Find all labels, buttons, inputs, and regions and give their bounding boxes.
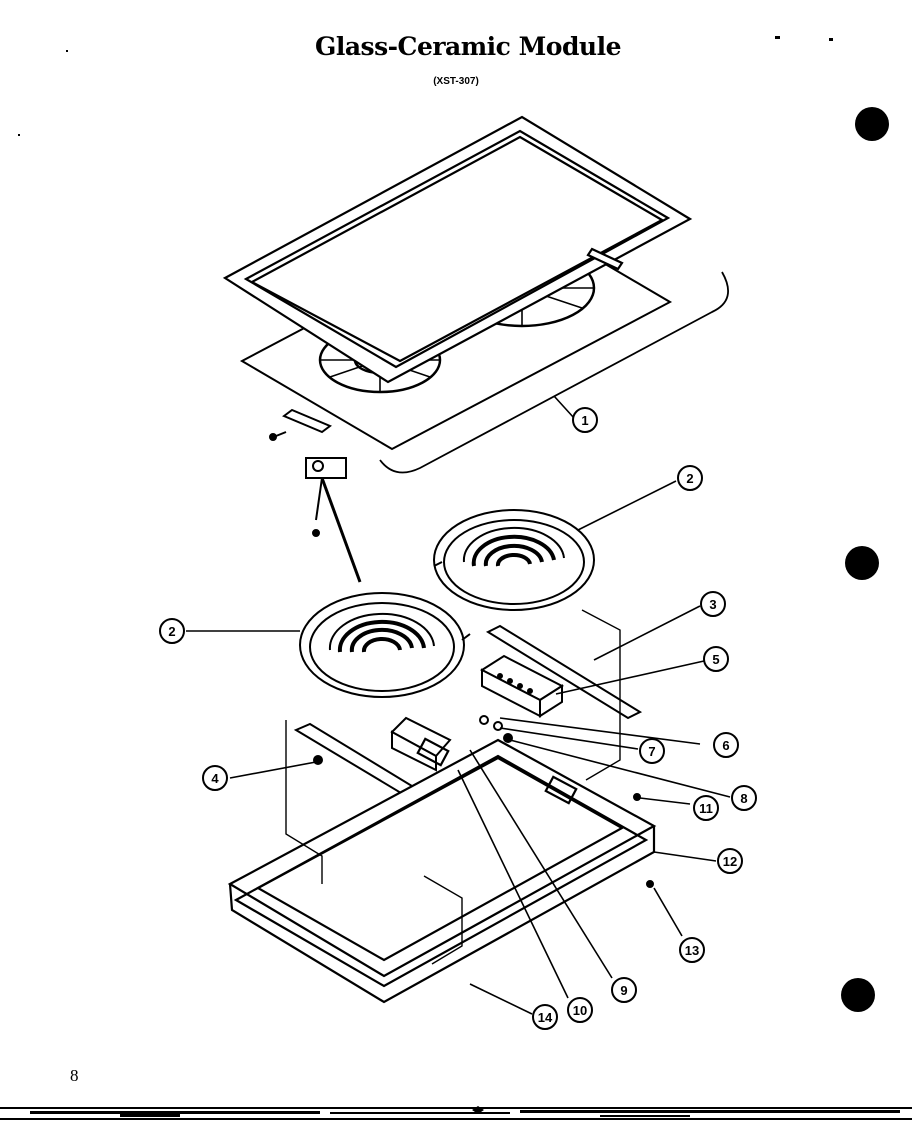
callout-labels: 1 2 2 3 4 5 6 7 8 9 10 11 12 13 14 <box>168 413 747 1025</box>
part1-bracket <box>379 271 729 474</box>
callout-11 <box>693 795 719 821</box>
callout-6 <box>713 732 739 758</box>
punch-hole-top <box>855 107 889 141</box>
callout-leaders <box>186 395 731 1015</box>
callout-13 <box>679 937 705 963</box>
punch-hole-bottom <box>841 978 875 1012</box>
callout-2-front-label: 2 <box>168 624 175 639</box>
callout-4-label: 4 <box>211 771 219 786</box>
thermostat-probe <box>305 457 362 583</box>
front-burner <box>299 592 471 698</box>
callout-8-label: 8 <box>740 791 747 806</box>
callout-4 <box>202 765 228 791</box>
glass-bracket <box>269 408 332 441</box>
callouts <box>159 407 757 1030</box>
callout-3-label: 3 <box>709 597 716 612</box>
callout-7 <box>639 738 665 764</box>
callout-9 <box>611 977 637 1003</box>
callout-8 <box>731 785 757 811</box>
callout-10-label: 10 <box>573 1003 587 1018</box>
callout-7-label: 7 <box>648 744 655 759</box>
callout-14 <box>532 1004 558 1030</box>
alignment-lines <box>285 609 621 965</box>
top-frame <box>222 115 693 384</box>
callout-6-label: 6 <box>722 738 729 753</box>
callout-5-label: 5 <box>712 652 719 667</box>
callout-2-rear-label: 2 <box>686 471 693 486</box>
callout-10 <box>567 997 593 1023</box>
callout-14-label: 14 <box>538 1010 553 1025</box>
callout-12 <box>717 848 743 874</box>
callout-1 <box>572 407 598 433</box>
callout-12-label: 12 <box>723 854 737 869</box>
model-code: (XST-307) <box>433 76 479 87</box>
callout-9-label: 9 <box>620 983 627 998</box>
page-number: 8 <box>70 1066 79 1085</box>
callout-1-label: 1 <box>581 413 588 428</box>
callout-5 <box>703 646 729 672</box>
rear-burner <box>433 509 595 611</box>
callout-11-label: 11 <box>699 801 713 816</box>
callout-2-front <box>159 618 185 644</box>
punch-hole-middle <box>845 546 879 580</box>
callout-3 <box>700 591 726 617</box>
callout-13-label: 13 <box>685 943 699 958</box>
scan-bottom-band <box>0 1106 912 1120</box>
page-title: Glass-Ceramic Module <box>314 32 622 61</box>
scan-specks <box>18 36 833 136</box>
callout-2-rear <box>677 465 703 491</box>
module-base-pan <box>227 737 657 1004</box>
